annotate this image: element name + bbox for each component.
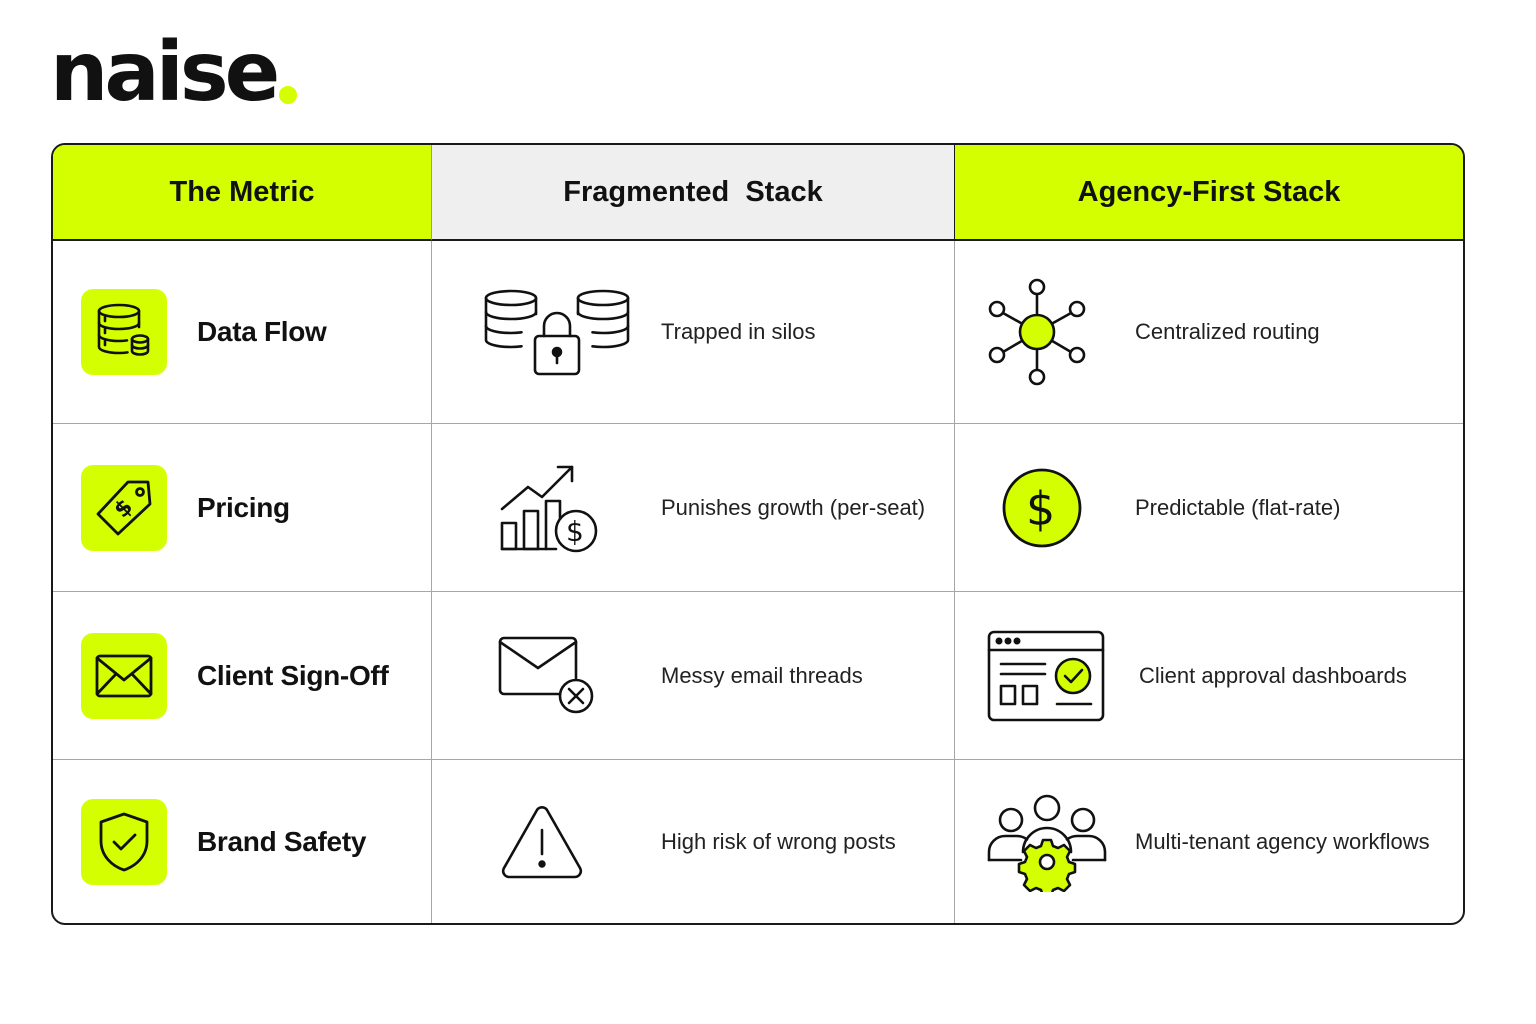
envelope-icon [81, 632, 167, 719]
table-row-client-signoff-metric: Client Sign-Off [53, 592, 431, 760]
table-row-pricing-fragmented: $ Punishes growth (per-seat) [431, 424, 955, 592]
table-row-brand-safety-agency: Multi-tenant agency workflows [955, 760, 1463, 923]
table-row-client-signoff-fragmented: Messy email threads [431, 592, 955, 760]
metric-label: Pricing [197, 491, 290, 523]
agency-label: Client approval dashboards [1139, 662, 1407, 688]
agency-label: Centralized routing [1135, 319, 1320, 344]
envelope-x-icon [484, 621, 634, 731]
comparison-table: The Metric Fragmented Stack Agency-First… [51, 143, 1465, 925]
header-agency-first-stack: Agency-First Stack [955, 145, 1463, 241]
fragmented-label: Punishes growth (per-seat) [661, 494, 926, 520]
header-fragmented-stack: Fragmented Stack [431, 145, 955, 241]
table-row-pricing-metric: $ Pricing [53, 424, 431, 592]
table-row-data-flow-agency: Centralized routing [955, 241, 1463, 424]
brand-logo: naise [50, 22, 298, 120]
brand-dot [279, 86, 298, 104]
shield-check-icon [81, 798, 167, 885]
metric-label: Client Sign-Off [197, 659, 389, 691]
fragmented-label: Messy email threads [661, 662, 863, 688]
price-tag-icon: $ [81, 464, 167, 551]
database-stack-icon [81, 289, 167, 375]
metric-label: Data Flow [197, 316, 327, 347]
table-row-data-flow-metric: Data Flow [53, 241, 431, 424]
growth-chart-dollar-icon: $ [484, 453, 634, 563]
fragmented-label: High risk of wrong posts [661, 828, 896, 854]
table-row-brand-safety-metric: Brand Safety [53, 760, 431, 923]
svg-text:$: $ [1026, 482, 1055, 536]
dashboard-check-icon [987, 616, 1111, 736]
table-row-brand-safety-fragmented: High risk of wrong posts [431, 760, 955, 923]
warning-triangle-icon [484, 787, 634, 897]
agency-label: Predictable (flat-rate) [1135, 494, 1341, 520]
agency-label: Multi-tenant agency workflows [1135, 828, 1430, 854]
table-row-pricing-agency: $ Predictable (flat-rate) [955, 424, 1463, 592]
table-row-client-signoff-agency: Client approval dashboards [955, 592, 1463, 760]
metric-label: Brand Safety [197, 825, 367, 857]
fragmented-label: Trapped in silos [661, 319, 816, 344]
locked-databases-icon [484, 277, 634, 387]
team-gear-icon [987, 782, 1111, 902]
dollar-coin-icon: $ [987, 448, 1111, 568]
brand-name: naise [50, 25, 280, 120]
header-metric: The Metric [53, 145, 431, 241]
hub-network-icon [987, 272, 1111, 392]
svg-text:$: $ [566, 515, 584, 548]
table-row-data-flow-fragmented: Trapped in silos [431, 241, 955, 424]
